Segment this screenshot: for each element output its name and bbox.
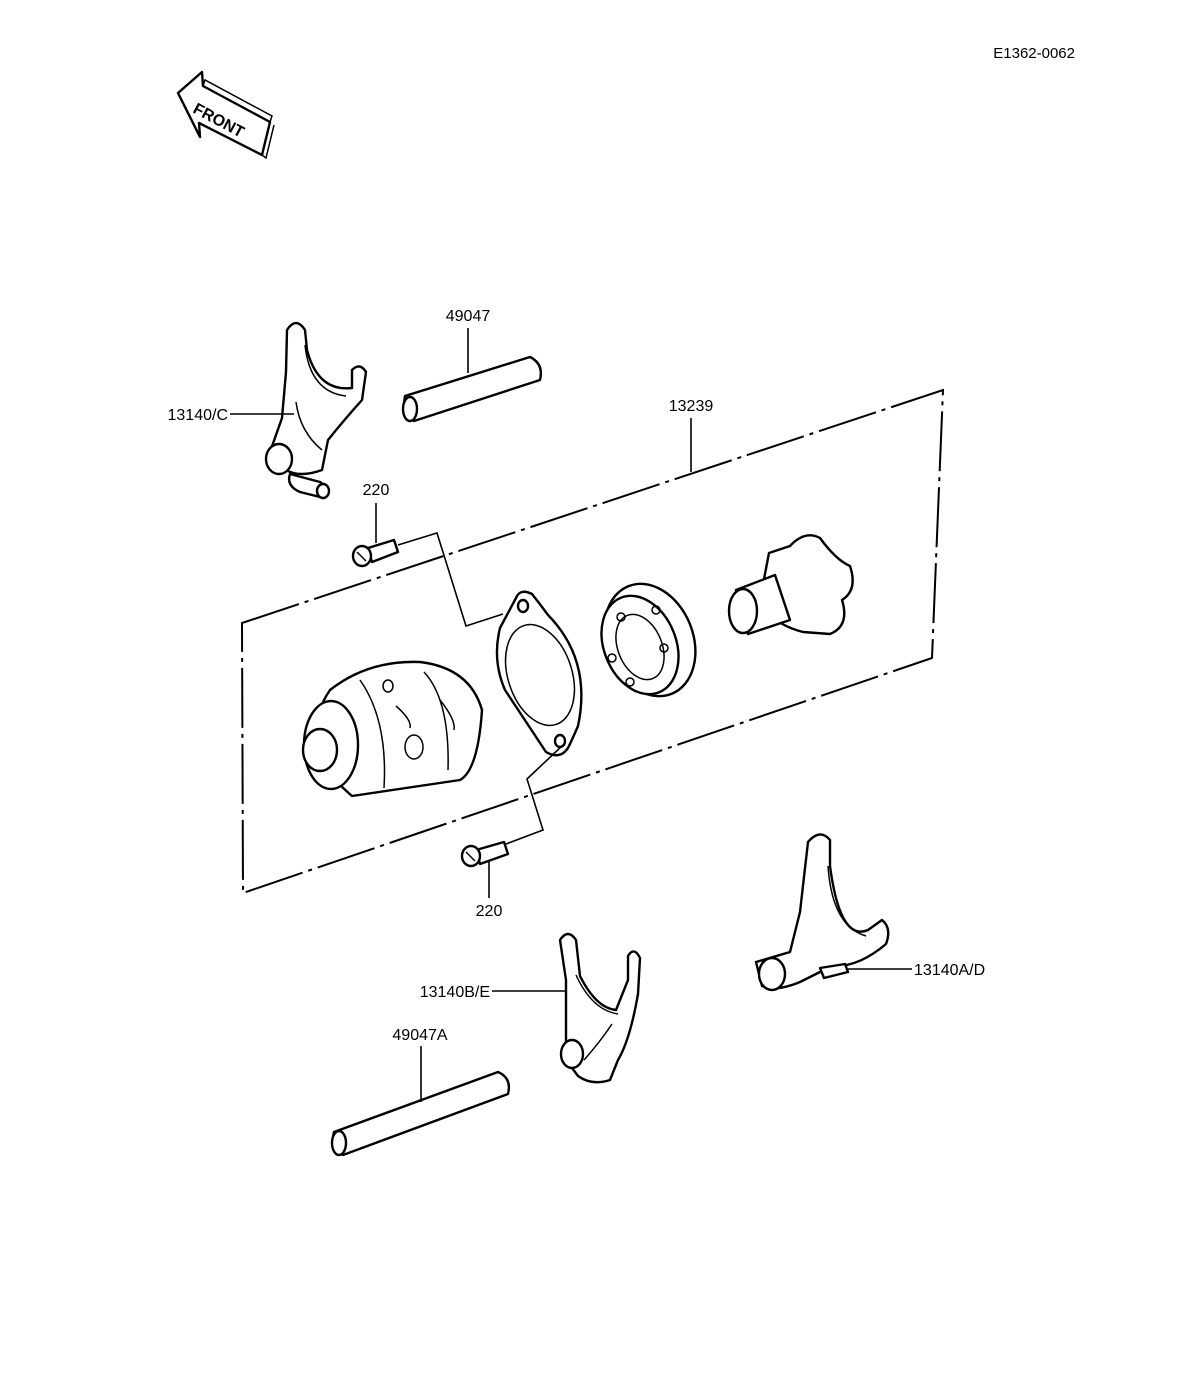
shift-drum xyxy=(301,660,484,798)
bearing xyxy=(600,582,697,698)
label-screw-bottom: 220 xyxy=(476,903,503,920)
shift-fork-be xyxy=(558,932,642,1084)
label-shaft-top: 49047 xyxy=(446,308,491,325)
screw-top-path xyxy=(397,532,504,628)
screw-bottom xyxy=(460,840,510,868)
shift-cam xyxy=(727,534,854,636)
shaft-49047 xyxy=(401,355,543,423)
screw-bottom-path xyxy=(505,744,564,845)
screw-top xyxy=(351,538,400,568)
label-fork-c: 13140/C xyxy=(168,407,229,424)
assembly-outline xyxy=(240,388,945,895)
label-shaft-bottom: 49047A xyxy=(392,1027,447,1044)
shift-fork-ad xyxy=(754,833,890,992)
label-drum-assembly: 13239 xyxy=(669,398,714,415)
label-fork-ad: 13140A/D xyxy=(914,962,985,979)
shift-fork-c xyxy=(264,321,368,500)
label-screw-top: 220 xyxy=(363,482,390,499)
front-arrow-icon: FRONT xyxy=(176,70,275,160)
label-fork-be: 13140B/E xyxy=(420,984,490,1001)
diagram-code: E1362-0062 xyxy=(993,45,1075,62)
shaft-49047a xyxy=(330,1070,511,1157)
gasket-plate xyxy=(495,590,583,757)
